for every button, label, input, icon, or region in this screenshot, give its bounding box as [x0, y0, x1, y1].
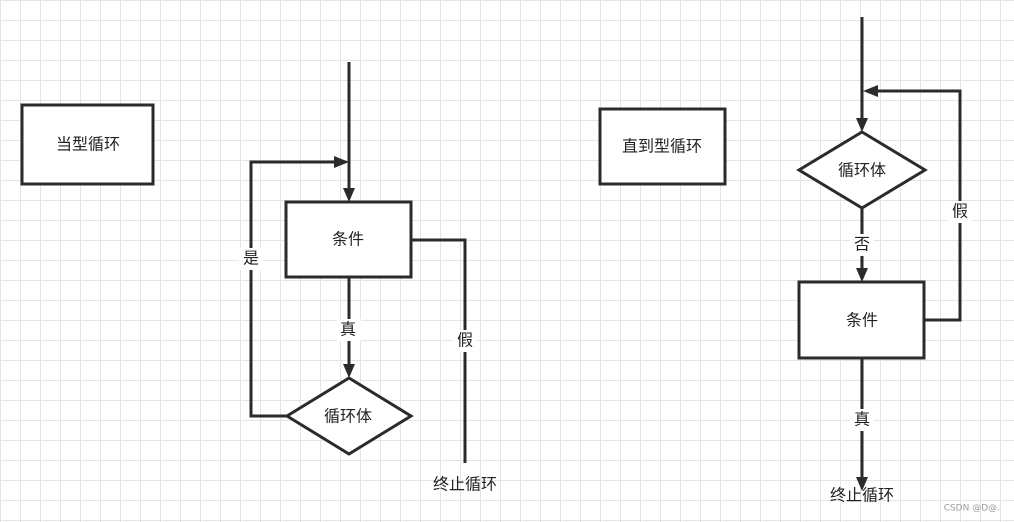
left-title-box	[20, 103, 155, 186]
right-false-label-bg	[948, 201, 972, 223]
right-true-label-bg	[850, 409, 874, 431]
left-yes-label: 是	[243, 249, 259, 268]
left-yes-label-bg	[239, 248, 263, 270]
right-true-label: 真	[854, 410, 870, 429]
left-end-label: 终止循环	[433, 475, 497, 494]
right-false-label: 假	[952, 202, 968, 221]
left-loop-back-arrowhead	[334, 156, 349, 168]
left-true-arrowhead	[343, 364, 355, 378]
left-false-label-bg	[453, 330, 477, 352]
left-title-label: 当型循环	[56, 135, 120, 154]
left-condition-box	[284, 200, 413, 279]
left-body-label: 循环体	[324, 407, 372, 426]
right-condition-label: 条件	[846, 311, 878, 330]
right-no-arrowhead	[856, 268, 868, 282]
left-condition-label: 条件	[332, 230, 364, 249]
right-end-label: 终止循环	[830, 486, 894, 505]
right-entry-arrowhead	[856, 118, 868, 132]
right-true-arrowhead	[856, 477, 868, 491]
right-title-label: 直到型循环	[622, 137, 702, 156]
left-entry-arrowhead	[343, 188, 355, 202]
right-body-label: 循环体	[838, 161, 886, 180]
left-true-label: 真	[340, 320, 356, 339]
left-false-line	[411, 238, 467, 463]
left-body-diamond	[284, 376, 414, 456]
right-title-box	[598, 107, 727, 186]
right-no-label: 否	[854, 235, 870, 254]
left-false-label: 假	[457, 331, 473, 350]
right-no-label-bg	[850, 234, 874, 256]
left-true-label-bg	[337, 319, 361, 341]
left-loop-back-line	[249, 160, 336, 418]
watermark-text: CSDN @D@.	[944, 504, 1000, 514]
right-loop-back-arrowhead	[863, 85, 878, 97]
